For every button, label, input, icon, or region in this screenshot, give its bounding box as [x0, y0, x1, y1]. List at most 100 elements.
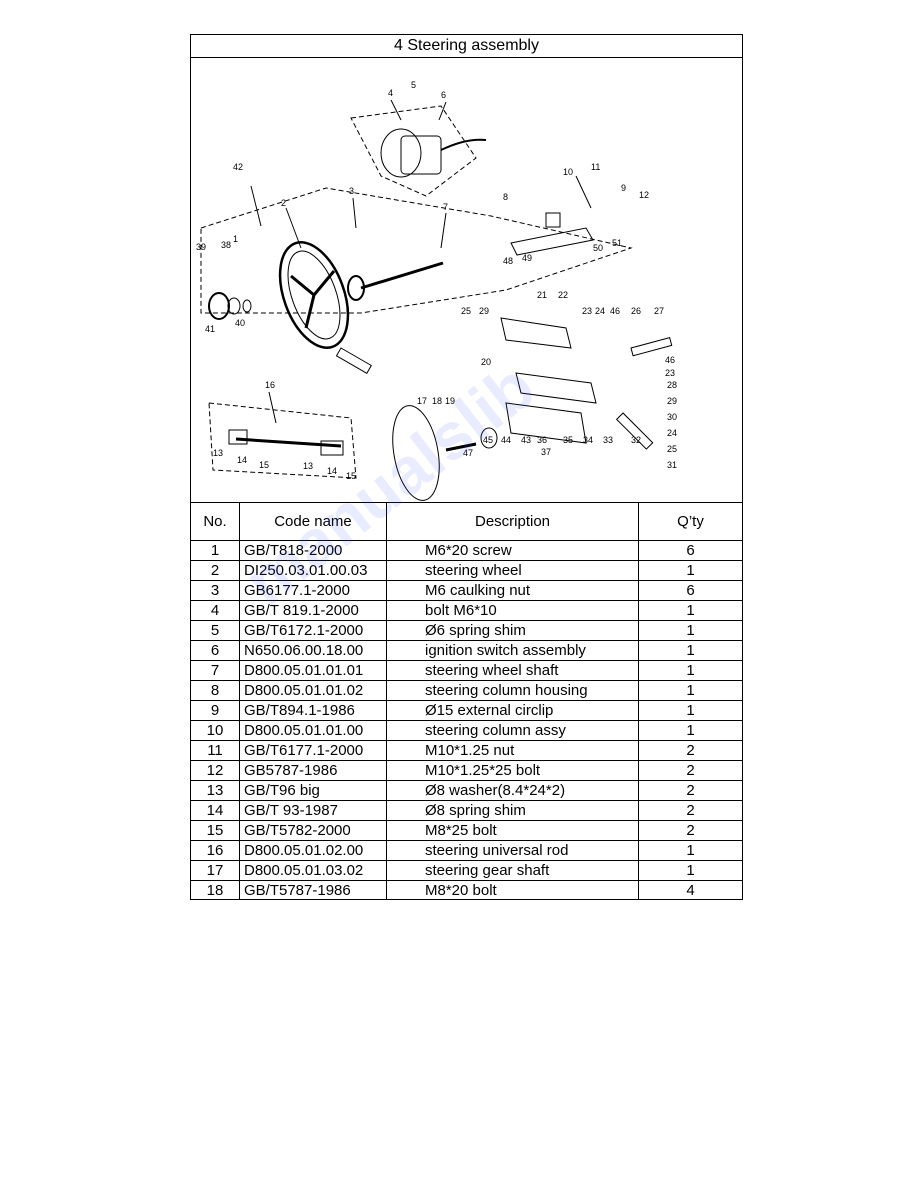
cell-no: 18: [191, 880, 240, 900]
cell-qty: 1: [638, 660, 742, 681]
callout-51: 51: [612, 238, 622, 248]
cell-no: 13: [191, 780, 240, 801]
cell-description: steering universal rod: [386, 840, 639, 861]
callout-29b: 29: [667, 396, 677, 406]
cell-code: N650.06.00.18.00: [239, 640, 387, 661]
callout-47: 47: [463, 448, 473, 458]
cell-description: steering gear shaft: [386, 860, 639, 881]
cell-no: 6: [191, 640, 240, 661]
callout-27: 27: [654, 306, 664, 316]
callout-48: 48: [503, 256, 513, 266]
cell-qty: 2: [638, 800, 742, 821]
table-header-row: No. Code name Description Q’ty: [191, 503, 742, 541]
cell-code: GB/T6172.1-2000: [239, 620, 387, 641]
cell-qty: 1: [638, 680, 742, 701]
cell-qty: 1: [638, 860, 742, 881]
callout-28: 28: [667, 380, 677, 390]
callout-46b: 46: [665, 355, 675, 365]
cell-description: M8*25 bolt: [386, 820, 639, 841]
cell-code: GB/T6177.1-2000: [239, 740, 387, 761]
callout-19: 19: [445, 396, 455, 406]
cell-no: 8: [191, 680, 240, 701]
cell-description: M6*20 screw: [386, 540, 639, 561]
cell-no: 9: [191, 700, 240, 721]
callout-31: 31: [667, 460, 677, 470]
callout-49: 49: [522, 253, 532, 263]
callout-12: 12: [639, 190, 649, 200]
exploded-view-drawing: 4 5 6 42 3 2 7 10 11 9 12 8 1 38 39 41 4…: [196, 80, 677, 501]
header-description: Description: [386, 503, 639, 541]
cell-qty: 2: [638, 820, 742, 841]
callout-30: 30: [667, 412, 677, 422]
callout-24b: 24: [667, 428, 677, 438]
callout-1: 1: [233, 234, 238, 244]
callout-4: 4: [388, 88, 393, 98]
callout-9: 9: [621, 183, 626, 193]
callout-23: 23: [582, 306, 592, 316]
cell-code: GB/T 819.1-2000: [239, 600, 387, 621]
cell-qty: 1: [638, 620, 742, 641]
parts-sheet: 4 Steering assembly: [190, 34, 743, 900]
callout-44: 44: [501, 435, 511, 445]
cell-code: D800.05.01.02.00: [239, 840, 387, 861]
cell-description: ignition switch assembly: [386, 640, 639, 661]
cell-no: 12: [191, 760, 240, 781]
callout-38: 38: [221, 240, 231, 250]
callout-41: 41: [205, 324, 215, 334]
cell-no: 5: [191, 620, 240, 641]
cell-description: steering column assy: [386, 720, 639, 741]
cell-qty: 6: [638, 540, 742, 561]
cell-qty: 1: [638, 720, 742, 741]
cell-code: GB/T 93-1987: [239, 800, 387, 821]
cell-code: GB/T894.1-1986: [239, 700, 387, 721]
cell-code: DI250.03.01.00.03: [239, 560, 387, 581]
cell-qty: 4: [638, 880, 742, 900]
cell-no: 17: [191, 860, 240, 881]
callout-34: 34: [583, 435, 593, 445]
cell-no: 4: [191, 600, 240, 621]
callout-17: 17: [417, 396, 427, 406]
callout-32: 32: [631, 435, 641, 445]
callout-7: 7: [443, 202, 448, 212]
cell-qty: 1: [638, 640, 742, 661]
callout-3: 3: [349, 186, 354, 196]
cell-code: GB/T5782-2000: [239, 820, 387, 841]
callout-22: 22: [558, 290, 568, 300]
cell-description: steering wheel: [386, 560, 639, 581]
exploded-diagram: 4 5 6 42 3 2 7 10 11 9 12 8 1 38 39 41 4…: [191, 58, 742, 503]
cell-description: Ø6 spring shim: [386, 620, 639, 641]
cell-no: 3: [191, 580, 240, 601]
callout-20: 20: [481, 357, 491, 367]
callout-13b: 13: [303, 461, 313, 471]
cell-no: 14: [191, 800, 240, 821]
cell-description: steering wheel shaft: [386, 660, 639, 681]
callout-16: 16: [265, 380, 275, 390]
callout-6: 6: [441, 90, 446, 100]
cell-no: 7: [191, 660, 240, 681]
callout-11: 11: [591, 162, 600, 172]
cell-qty: 1: [638, 600, 742, 621]
cell-code: D800.05.01.01.00: [239, 720, 387, 741]
header-no: No.: [203, 513, 227, 530]
callout-15: 15: [259, 460, 269, 470]
cell-description: M6 caulking nut: [386, 580, 639, 601]
cell-code: D800.05.01.03.02: [239, 860, 387, 881]
callout-39: 39: [196, 242, 206, 252]
cell-description: Ø15 external circlip: [386, 700, 639, 721]
callout-10: 10: [563, 167, 573, 177]
callout-25b: 25: [667, 444, 677, 454]
callout-14: 14: [237, 455, 247, 465]
cell-code: GB/T818-2000: [239, 540, 387, 561]
header-code: Code name: [239, 503, 387, 541]
cell-no: 2: [191, 560, 240, 581]
cell-qty: 6: [638, 580, 742, 601]
